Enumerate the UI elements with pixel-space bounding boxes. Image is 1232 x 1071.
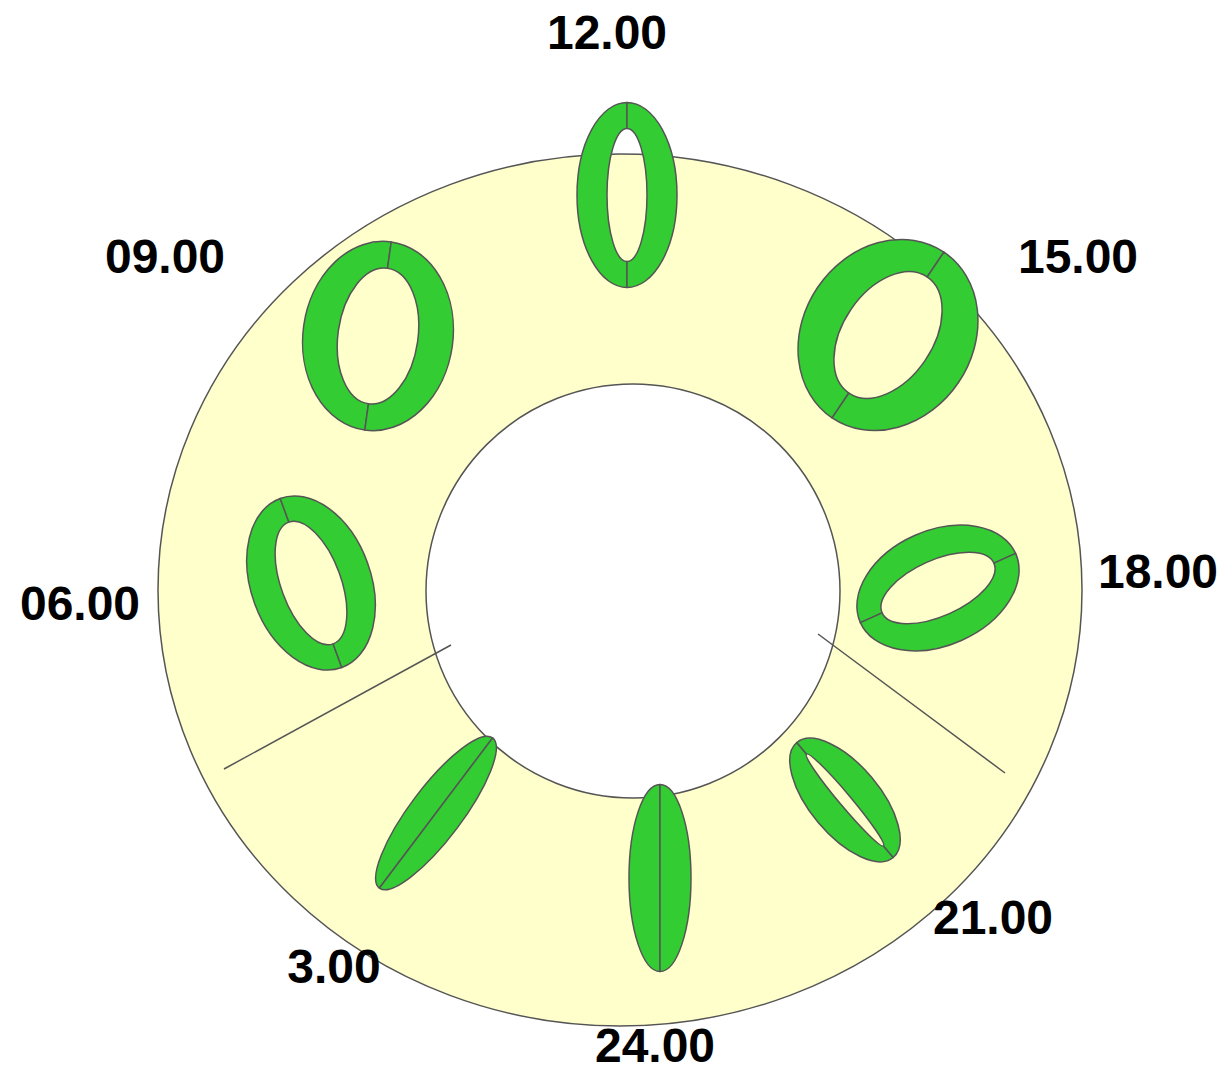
guard-cell — [797, 720, 920, 857]
time-label: 3.00 — [287, 943, 380, 991]
guard-cell — [627, 103, 677, 288]
time-label: 24.00 — [595, 1022, 715, 1070]
time-label: 18.00 — [1098, 548, 1218, 596]
guard-cell — [379, 738, 513, 904]
stoma — [770, 720, 920, 880]
time-label: 21.00 — [933, 894, 1053, 942]
guard-cell — [629, 785, 660, 972]
time-label: 12.00 — [547, 9, 667, 57]
stoma — [577, 103, 677, 288]
guard-cell — [832, 252, 1014, 465]
stoma — [629, 785, 691, 972]
stoma — [291, 231, 466, 440]
stoma — [837, 501, 1039, 675]
guard-cell — [660, 785, 691, 972]
stoma — [762, 205, 1015, 466]
time-label: 09.00 — [105, 233, 225, 281]
guard-cell — [365, 242, 466, 441]
guard-cell — [291, 231, 392, 430]
stoma — [359, 722, 514, 903]
guard-cell — [577, 103, 627, 288]
time-label: 15.00 — [1018, 233, 1138, 281]
stomata-group — [224, 103, 1039, 972]
guard-cell — [860, 553, 1039, 675]
stoma — [224, 478, 398, 688]
guard-cell — [280, 478, 398, 668]
time-label: 06.00 — [20, 580, 140, 628]
